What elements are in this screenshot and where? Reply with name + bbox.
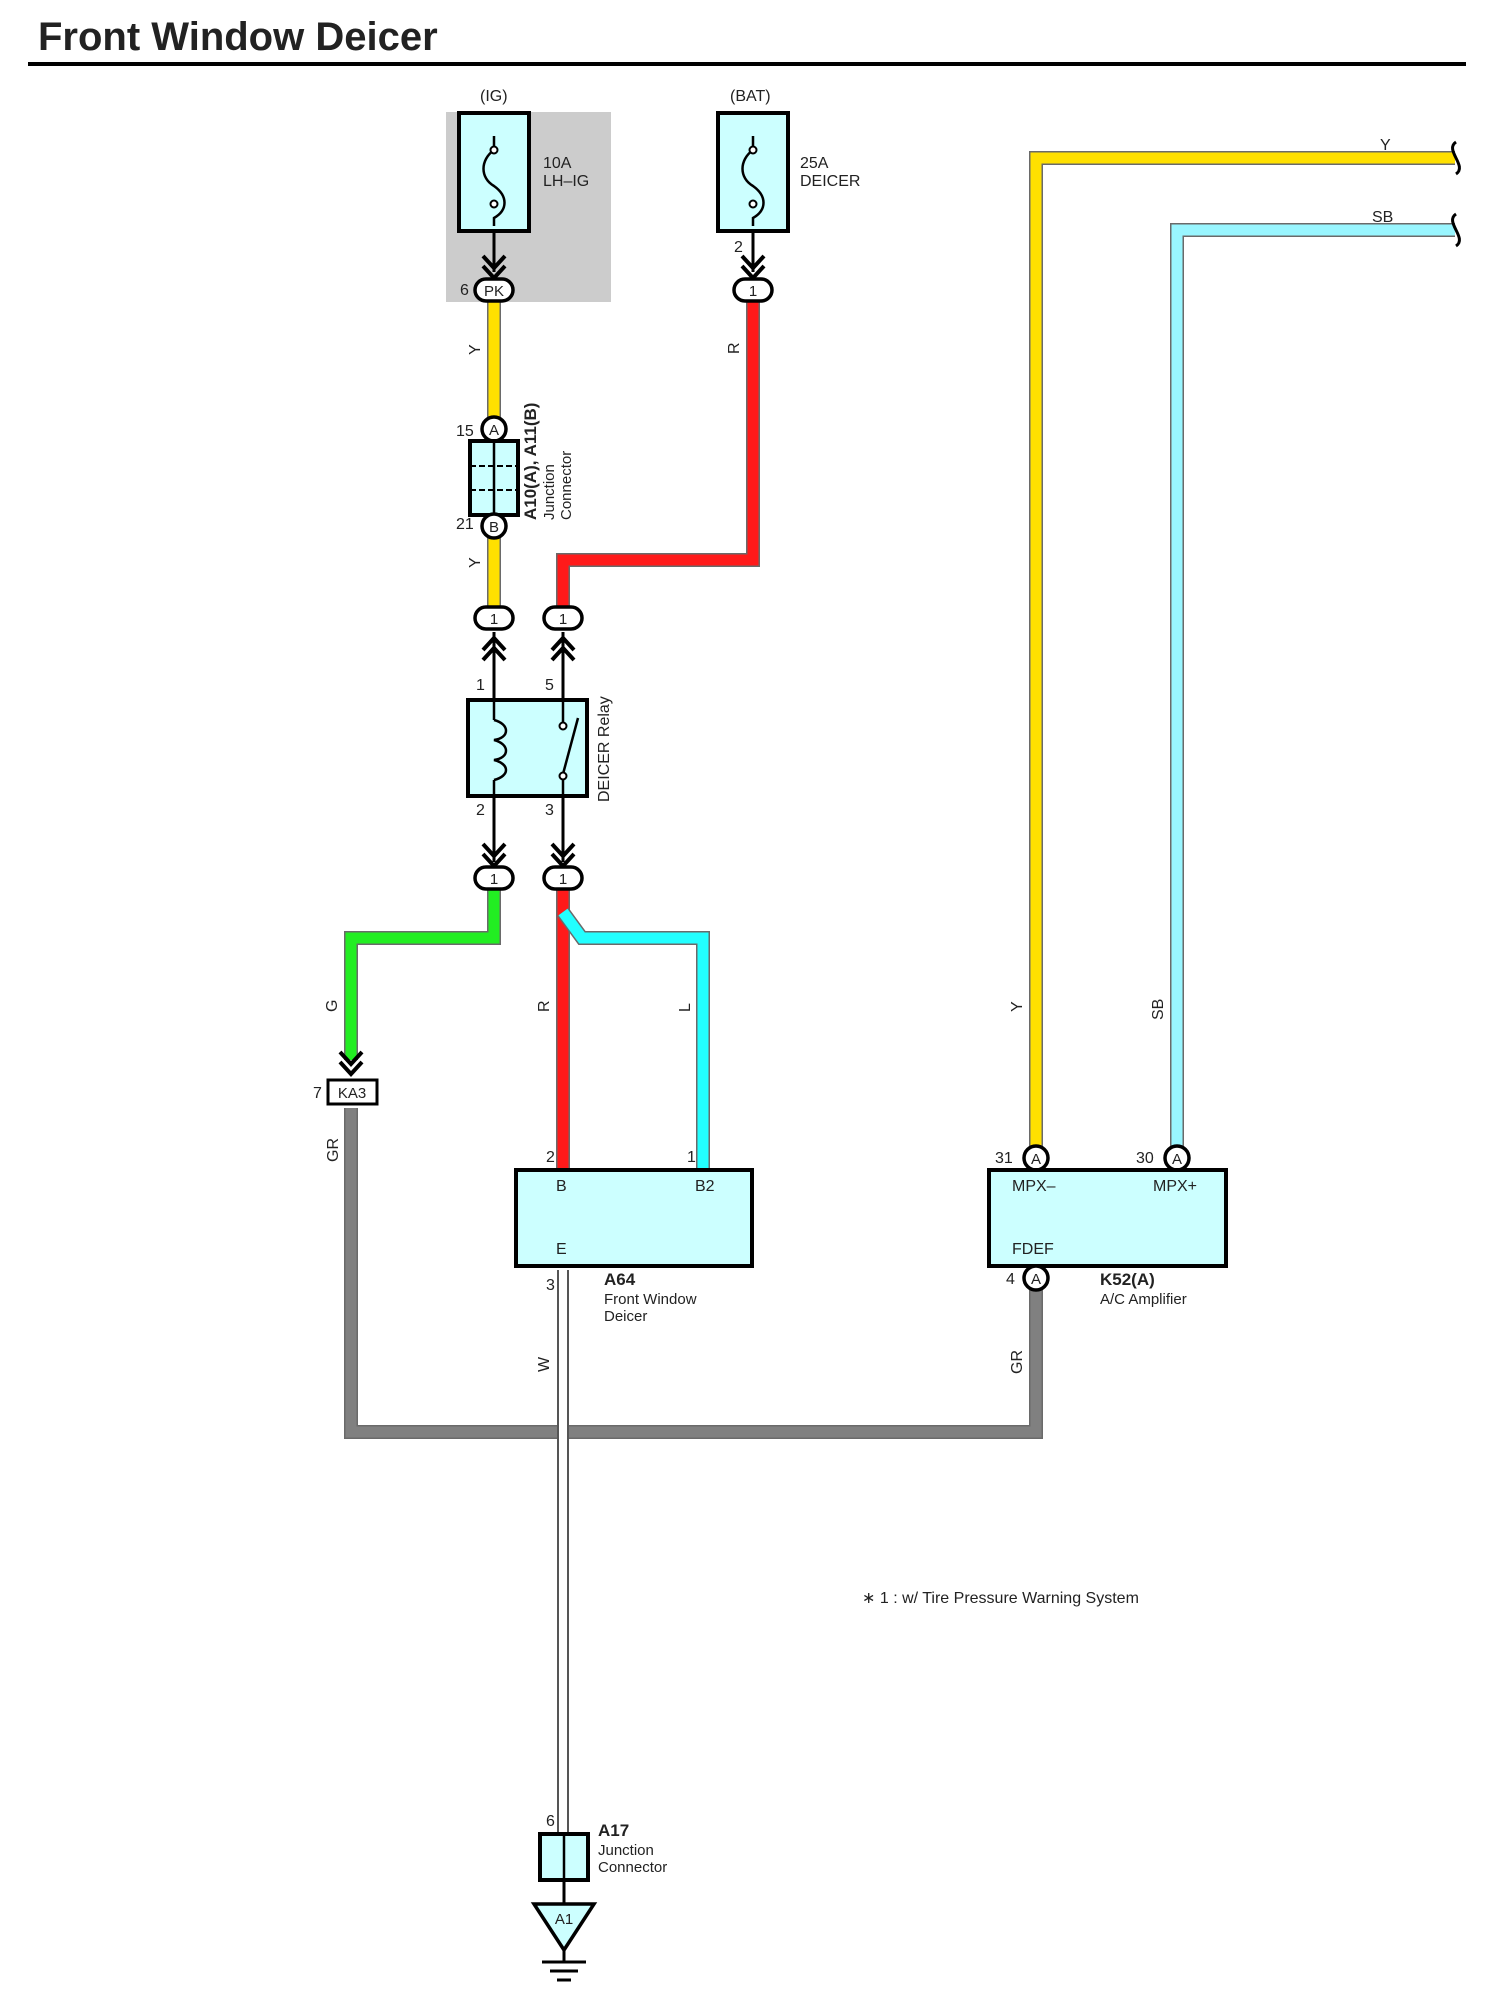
- ground-id: A1: [555, 1911, 573, 1928]
- break-mark-sb: [1451, 212, 1461, 248]
- deicer-pin-b: 2: [546, 1149, 555, 1166]
- wire-label-w: W: [536, 1356, 553, 1372]
- junction-a10-conn-bottom: B: [489, 519, 499, 536]
- wire-label-gr-left: GR: [325, 1138, 342, 1162]
- amp-conn-fdef: A: [1031, 1271, 1041, 1288]
- junction-a10-pin-top: 15: [456, 423, 474, 440]
- fuse-deicer-connector: 1: [749, 283, 757, 300]
- connector-ka3: 7 KA3: [313, 1050, 379, 1106]
- wire-y-top-core: [1030, 152, 1455, 1152]
- fuse-deicer: (BAT) 25A DEICER 2 1: [716, 88, 860, 303]
- deicer-pin-e: 3: [546, 1277, 555, 1294]
- wire-label-y-amp: Y: [1009, 1001, 1026, 1012]
- deicer-terminal-e: E: [556, 1241, 567, 1258]
- wire-label-sb-top: SB: [1372, 209, 1393, 226]
- relay-conn-in-right: 1: [559, 611, 567, 628]
- fuse-lh-ig-rating: 10A: [543, 155, 572, 172]
- amp-id: K52(A): [1100, 1270, 1155, 1289]
- deicer-id: A64: [604, 1270, 636, 1289]
- fuse-lh-ig-name: LH–IG: [543, 173, 589, 190]
- relay-name: DEICER Relay: [596, 696, 613, 802]
- junction-a10-line2: Connector: [558, 451, 575, 520]
- ground-icon: [530, 1902, 598, 1954]
- wire-l: [557, 907, 710, 1170]
- amp-conn-mpx-minus: A: [1031, 1151, 1041, 1168]
- deicer-terminal-b2: B2: [695, 1178, 715, 1195]
- wire-label-sb-amp: SB: [1150, 999, 1167, 1020]
- page-title: Front Window Deicer: [38, 15, 438, 59]
- fuse-deicer-name: DEICER: [800, 173, 860, 190]
- wire-label-g: G: [324, 1000, 341, 1012]
- fuse-lh-ig-source: (IG): [480, 88, 508, 105]
- amp-conn-mpx-plus: A: [1172, 1151, 1182, 1168]
- relay-pin-2: 2: [476, 802, 485, 819]
- deicer-pin-b2: 1: [687, 1149, 696, 1166]
- relay-pin-5: 5: [545, 677, 554, 694]
- wire-gr-core: [345, 1108, 1042, 1438]
- fuse-lh-ig: (IG) 10A LH–IG 6 PK: [457, 88, 589, 303]
- junction-a10-title: A10(A), A11(B): [521, 403, 540, 520]
- front-window-deicer: 2 1 B B2 E 3 A64 Front Window Deicer: [514, 1149, 754, 1325]
- a17-id: A17: [598, 1821, 629, 1840]
- amp-line1: A/C Amplifier: [1100, 1291, 1187, 1308]
- a17-line2: Connector: [598, 1859, 667, 1876]
- amp-terminal-fdef: FDEF: [1012, 1241, 1054, 1258]
- junction-a10-pin-bottom: 21: [456, 516, 474, 533]
- deicer-relay: 1 1 1 5 2 3 DEICER Relay 1: [466, 605, 613, 891]
- wire-label-y-upper: Y: [467, 344, 484, 355]
- wire-label-y-top: Y: [1380, 137, 1391, 154]
- ka3-pin: 7: [313, 1085, 322, 1102]
- amp-pin-mpx-plus: 30: [1136, 1150, 1154, 1167]
- deicer-line1: Front Window: [604, 1291, 697, 1308]
- break-mark-y: [1451, 140, 1461, 176]
- fuse-deicer-rating: 25A: [800, 155, 829, 172]
- junction-connector-a17: 6 A17 Junction Connector A1: [530, 1813, 667, 1982]
- relay-pin-3: 3: [545, 802, 554, 819]
- wire-sb-top: [1170, 223, 1455, 1152]
- wire-label-y-lower: Y: [467, 557, 484, 568]
- fuse-lh-ig-pin: 6: [460, 282, 469, 299]
- junction-connector-a10: 15 A 21 B A10(A), A11(B) Junction Connec…: [456, 403, 575, 540]
- amp-terminal-mpx-plus: MPX+: [1153, 1178, 1197, 1195]
- wire-label-gr-right: GR: [1009, 1350, 1026, 1374]
- wire-label-l: L: [677, 1003, 694, 1012]
- relay-pin-1: 1: [476, 677, 485, 694]
- wire-label-r-upper: R: [726, 342, 743, 354]
- amp-pin-mpx-minus: 31: [995, 1150, 1013, 1167]
- wire-g-core: [345, 890, 500, 1060]
- fuse-deicer-pin: 2: [734, 239, 743, 256]
- fuse-deicer-source: (BAT): [730, 88, 771, 105]
- junction-a10-conn-top: A: [489, 422, 499, 439]
- a17-line1: Junction: [598, 1842, 654, 1859]
- relay-conn-out-left: 1: [490, 871, 498, 888]
- wire-sb-top-core: [1171, 224, 1455, 1152]
- junction-a10-line1: Junction: [541, 464, 558, 520]
- deicer-terminal-b: B: [556, 1178, 567, 1195]
- ka3-name: KA3: [338, 1085, 366, 1102]
- amp-pin-fdef: 4: [1006, 1271, 1015, 1288]
- wires: [344, 151, 1455, 1832]
- wire-g: [344, 890, 501, 1060]
- wire-label-r-lower: R: [536, 1000, 553, 1012]
- amp-terminal-mpx-minus: MPX–: [1012, 1178, 1056, 1195]
- wire-l-core: [558, 908, 709, 1170]
- a17-pin: 6: [546, 1813, 555, 1830]
- wire-labels: Y SB Y Y R G R L GR W GR Y SB: [324, 137, 1393, 1374]
- fuse-lh-ig-connector: PK: [484, 283, 504, 300]
- relay-conn-in-left: 1: [490, 611, 498, 628]
- relay-conn-out-right: 1: [559, 871, 567, 888]
- footnote: ∗ 1 : w/ Tire Pressure Warning System: [862, 1590, 1139, 1607]
- ac-amplifier: 31 A 30 A MPX– MPX+ FDEF 4 A K52(A) A/C …: [987, 1144, 1228, 1308]
- wire-y-top: [1029, 151, 1455, 1152]
- wire-r-upper-core: [557, 300, 759, 610]
- deicer-line2: Deicer: [604, 1308, 647, 1325]
